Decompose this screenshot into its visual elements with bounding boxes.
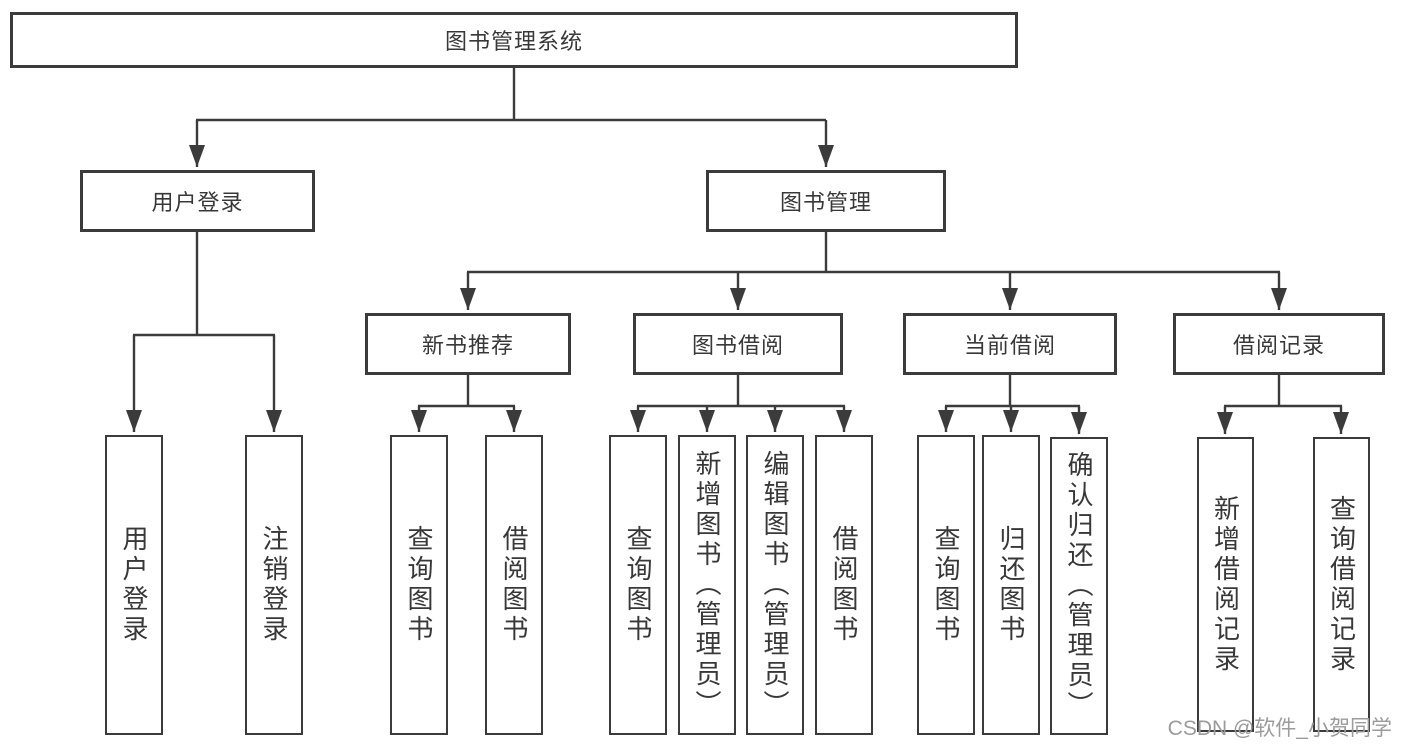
node-label: 新增借阅记录 xyxy=(1210,494,1241,675)
node-label: 确认归还（管理员） xyxy=(1064,451,1094,721)
node-book-borrowing: 图书借阅 xyxy=(633,313,843,375)
node-label: 查询图书 xyxy=(623,525,653,645)
node-library-management-system: 图书管理系统 xyxy=(10,12,1018,68)
node-leaf-add-books-admin: 新增图书（管理员） xyxy=(678,435,736,735)
node-borrowing-records: 借阅记录 xyxy=(1173,313,1385,375)
node-label: 查询借阅记录 xyxy=(1326,494,1357,675)
node-new-book-recommendation: 新书推荐 xyxy=(365,313,571,375)
node-label: 新书推荐 xyxy=(421,333,514,358)
node-label: 当前借阅 xyxy=(963,333,1056,358)
node-leaf-return-books: 归还图书 xyxy=(982,435,1040,735)
node-label: 注销登录 xyxy=(259,525,289,645)
node-leaf-user-login: 用户登录 xyxy=(105,435,163,735)
node-leaf-query-books-rec: 查询图书 xyxy=(390,435,448,735)
node-label: 归还图书 xyxy=(996,525,1026,645)
node-leaf-logout: 注销登录 xyxy=(245,435,303,735)
node-label: 查询图书 xyxy=(404,525,434,645)
node-label: 编辑图书（管理员） xyxy=(760,450,790,720)
node-leaf-add-borrow-record: 新增借阅记录 xyxy=(1197,437,1254,732)
node-leaf-query-books-current: 查询图书 xyxy=(917,435,975,735)
node-user-login: 用户登录 xyxy=(80,170,315,232)
node-current-borrowing: 当前借阅 xyxy=(903,313,1117,375)
node-label: 借阅图书 xyxy=(499,525,529,645)
node-leaf-query-books-borrow: 查询图书 xyxy=(609,435,667,735)
node-label: 借阅记录 xyxy=(1232,333,1325,358)
node-label: 借阅图书 xyxy=(829,525,859,645)
node-leaf-borrow-books-rec: 借阅图书 xyxy=(485,435,543,735)
node-label: 图书管理 xyxy=(779,190,872,215)
node-leaf-query-borrow-record: 查询借阅记录 xyxy=(1313,437,1370,732)
node-label: 图书管理系统 xyxy=(444,29,583,54)
node-label: 用户登录 xyxy=(119,525,149,645)
node-leaf-borrow-books: 借阅图书 xyxy=(815,435,873,735)
node-leaf-edit-books-admin: 编辑图书（管理员） xyxy=(746,435,804,735)
node-label: 新增图书（管理员） xyxy=(692,450,722,720)
node-label: 用户登录 xyxy=(151,190,244,215)
node-label: 图书借阅 xyxy=(691,333,784,358)
node-book-management: 图书管理 xyxy=(706,170,946,232)
node-leaf-confirm-return-admin: 确认归还（管理员） xyxy=(1050,437,1108,735)
node-label: 查询图书 xyxy=(931,525,961,645)
